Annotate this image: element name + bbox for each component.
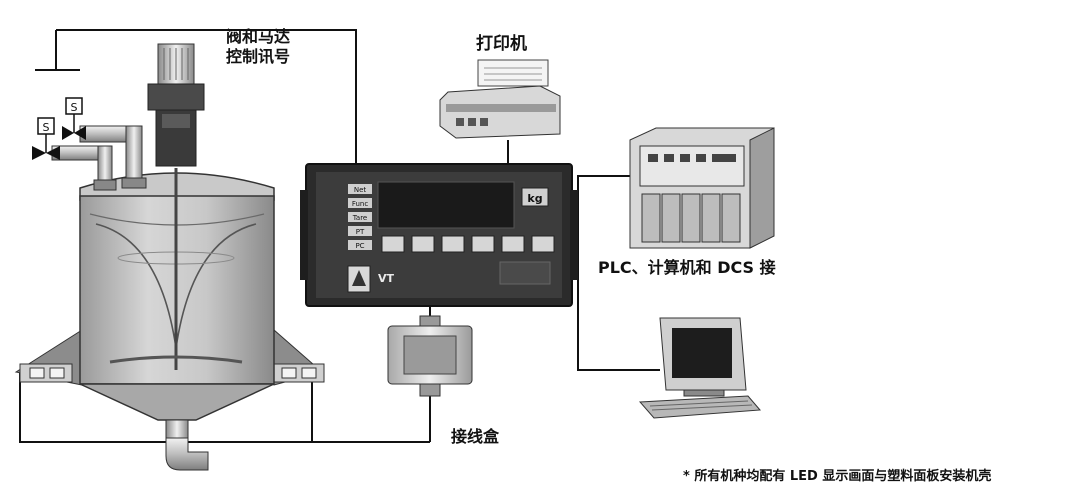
- junction-box-label: 接线盒: [451, 427, 500, 446]
- agitator-blade: [109, 355, 243, 364]
- loadcell-bus-right: [311, 372, 420, 443]
- control-signal-line: [56, 29, 357, 164]
- solenoid-valve-1: S: [32, 117, 60, 160]
- front-button-3: PT: [356, 228, 365, 236]
- load-cell-right: [271, 363, 325, 383]
- inlet-assembly: S S: [32, 97, 147, 191]
- front-button-4: PC: [355, 242, 364, 250]
- junction-box: [387, 315, 473, 397]
- outlet-pipe: [165, 437, 209, 471]
- tank: [14, 168, 325, 471]
- keypad: [381, 235, 555, 253]
- keyboard: [638, 395, 762, 419]
- front-button-1: Func: [352, 200, 369, 208]
- front-button-0: Net: [354, 186, 367, 194]
- computer: [638, 317, 762, 419]
- footnote: * 所有机种均配有 LED 显示画面与塑料面板安装机壳: [683, 469, 992, 484]
- display-window: [377, 181, 515, 229]
- monitor-screen: [672, 328, 732, 378]
- printer-label: 打印机: [476, 34, 527, 54]
- tank-cone: [79, 383, 275, 421]
- front-button-2: Tare: [352, 214, 367, 222]
- plc-rack: [629, 127, 775, 249]
- solenoid-label-1: S: [43, 121, 50, 134]
- load-cell-left: [19, 363, 73, 383]
- valve-motor-label-line1: 阀和马达: [226, 27, 291, 46]
- display-unit: kg: [527, 192, 542, 205]
- loadcell-bus-left: [19, 372, 312, 443]
- plc-label: PLC、计算机和 DCS 接: [598, 258, 776, 277]
- model-label: VT: [378, 272, 395, 285]
- printer: [439, 59, 561, 139]
- valve-motor-signal-label: 阀和马达 控制讯号: [226, 27, 290, 67]
- solenoid-valve-2: S: [62, 97, 86, 140]
- motor: [147, 43, 205, 167]
- solenoid-label-2: S: [71, 101, 78, 114]
- weighing-indicator: kg Net Func Tare PT PC VT: [300, 163, 578, 307]
- valve-motor-label-line2: 控制讯号: [226, 47, 291, 66]
